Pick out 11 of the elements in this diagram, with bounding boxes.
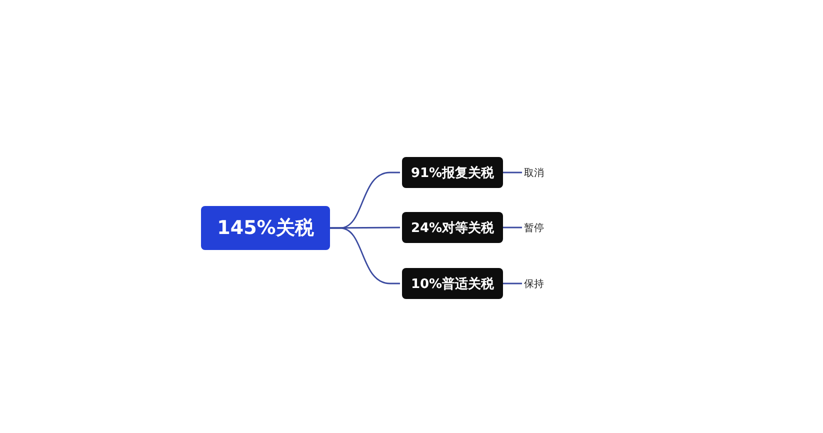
root-box: 145%关税 — [201, 206, 330, 250]
topic-box: 91%报复关税 — [402, 157, 503, 188]
leaf-text: 暂停 — [524, 220, 550, 235]
topic-box: 24%对等关税 — [402, 212, 503, 243]
topic-box: 10%普适关税 — [402, 268, 503, 299]
connector-line — [503, 172, 522, 174]
leaf-text: 取消 — [524, 165, 550, 180]
connector-line — [503, 282, 522, 284]
connector-line — [330, 227, 400, 284]
connector-line — [503, 226, 522, 228]
leaf-text: 保持 — [524, 276, 550, 291]
